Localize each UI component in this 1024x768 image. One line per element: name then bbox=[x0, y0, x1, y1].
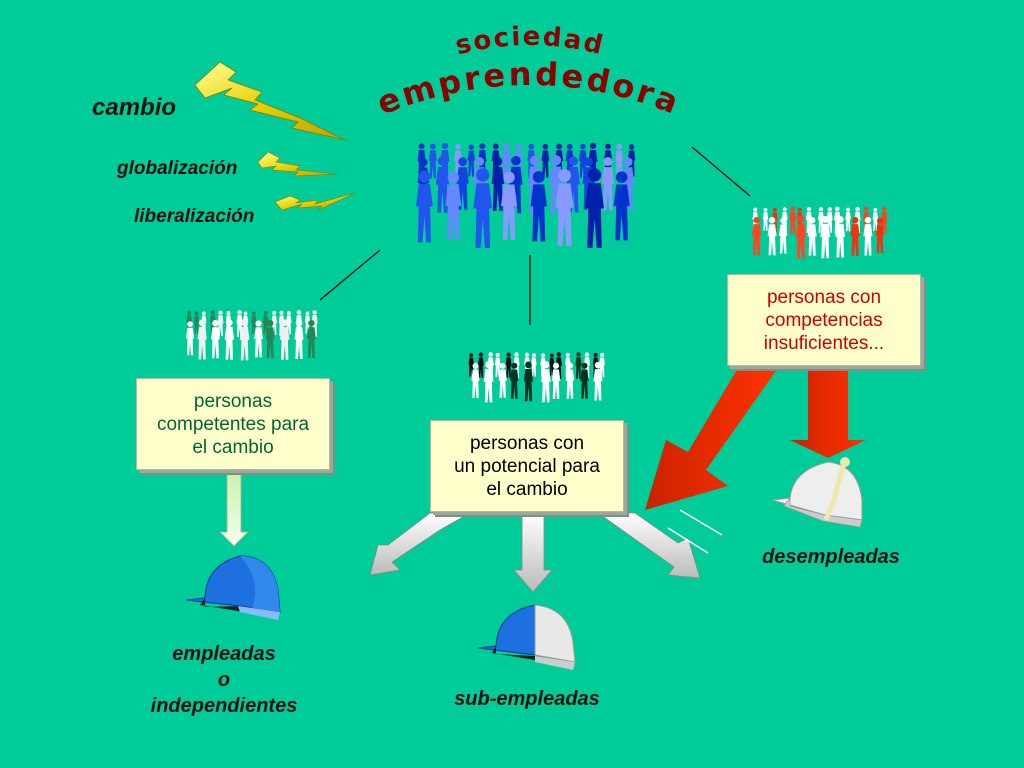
person-silhouette bbox=[224, 319, 235, 360]
person-silhouette bbox=[762, 207, 769, 231]
person-silhouette bbox=[789, 206, 797, 235]
person-silhouette bbox=[601, 157, 615, 211]
box-potential-text: personas con un potencial para el cambio bbox=[454, 432, 600, 500]
box-competent-people: personas competentes para el cambio bbox=[136, 378, 330, 470]
arrow-to-employed bbox=[219, 469, 249, 547]
arrows-from-potential bbox=[369, 512, 701, 593]
svg-text:emprendedora: emprendedora bbox=[372, 55, 686, 123]
outcome-employed: empleadas o independientes bbox=[150, 643, 298, 717]
crowd-insufficient bbox=[752, 206, 888, 259]
blue-helmet-icon bbox=[185, 555, 281, 620]
person-silhouette bbox=[428, 143, 437, 179]
crowd-potential bbox=[468, 352, 605, 403]
lightning-bolt-icon bbox=[274, 192, 356, 211]
lightning-bolt-icon bbox=[257, 151, 339, 177]
person-silhouette bbox=[845, 207, 851, 232]
outcome-underemployed: sub-empleadas bbox=[454, 688, 600, 710]
person-silhouette bbox=[498, 362, 507, 398]
person-silhouette bbox=[193, 311, 200, 334]
outcome-unemployed: desempleadas bbox=[762, 546, 900, 568]
box-competent-text: personas competentes para el cambio bbox=[156, 390, 310, 458]
half-blue-helmet-icon bbox=[477, 604, 576, 670]
person-silhouette bbox=[294, 319, 304, 360]
person-silhouette bbox=[575, 352, 582, 379]
lightning-bolt-icon bbox=[194, 61, 346, 141]
crowd-society bbox=[415, 142, 636, 249]
box-insufficient-text: personas con competencias insuficientes.… bbox=[763, 286, 885, 354]
crowd-competent bbox=[186, 310, 318, 361]
arrow-to-potential bbox=[645, 368, 778, 510]
force-label-globalizacion: globalización bbox=[117, 158, 238, 179]
title: sociedad emprendedora bbox=[372, 22, 686, 123]
force-label-cambio: cambio bbox=[92, 94, 177, 121]
box-potential-people: personas con un potencial para el cambio bbox=[430, 420, 624, 512]
title-line2: emprendedora bbox=[372, 55, 683, 123]
box-insufficient-people: personas con competencias insuficientes.… bbox=[727, 274, 921, 366]
connector-lines bbox=[319, 146, 751, 325]
arrow-to-unemployed bbox=[790, 368, 866, 458]
motion-lines bbox=[667, 509, 723, 554]
white-helmet-icon bbox=[771, 457, 863, 528]
person-silhouette bbox=[467, 144, 475, 177]
person-silhouette bbox=[795, 215, 806, 259]
person-silhouette bbox=[477, 352, 484, 379]
force-label-liberalizacion: liberalización bbox=[134, 206, 255, 227]
person-silhouette bbox=[505, 352, 512, 378]
